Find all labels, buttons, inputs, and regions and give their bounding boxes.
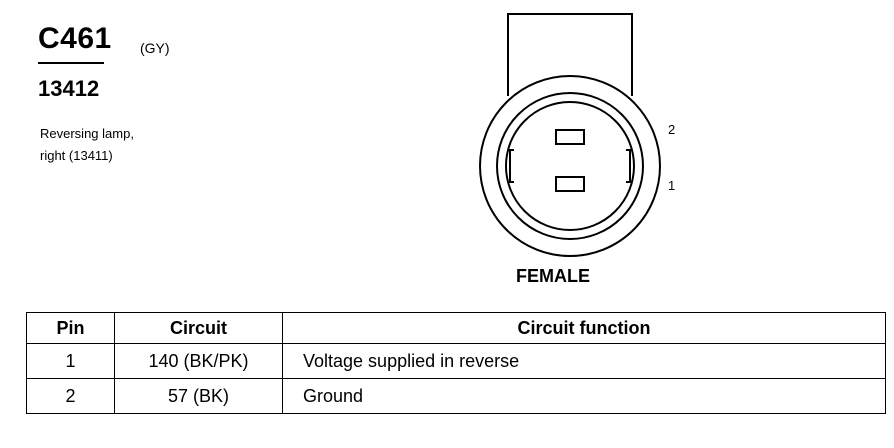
connector-socket-face (505, 101, 635, 231)
connector-inner-ring (496, 92, 644, 240)
part-number: 13412 (38, 76, 100, 101)
pin-1-terminal (555, 176, 585, 192)
connector-id: C461 (38, 22, 112, 55)
header-function: Circuit function (282, 312, 886, 344)
connector-gender: FEMALE (516, 266, 590, 286)
description-line-2: right (13411) (40, 148, 113, 163)
cell-function: Voltage supplied in reverse (282, 343, 886, 379)
pin-1-label: 1 (668, 178, 676, 193)
connector-diagram (479, 13, 661, 257)
cell-pin: 1 (26, 343, 115, 379)
cell-circuit: 140 (BK/PK) (114, 343, 283, 379)
connector-key-right (626, 149, 631, 183)
cell-circuit: 57 (BK) (114, 378, 283, 414)
table-row: 2 57 (BK) Ground (26, 378, 886, 414)
connector-key-left (509, 149, 514, 183)
connector-housing-tab (507, 13, 633, 96)
header-circuit: Circuit (114, 312, 283, 344)
table-row: 1 140 (BK/PK) Voltage supplied in revers… (26, 343, 886, 379)
cell-pin: 2 (26, 378, 115, 414)
pin-2-terminal (555, 129, 585, 145)
id-underline (38, 62, 104, 64)
description-line-1: Reversing lamp, (40, 126, 134, 141)
table-header-row: Pin Circuit Circuit function (26, 312, 886, 344)
color-code: (GY) (140, 40, 170, 56)
header-pin: Pin (26, 312, 115, 344)
cell-function: Ground (282, 378, 886, 414)
pin-2-label: 2 (668, 122, 676, 137)
pinout-table: Pin Circuit Circuit function 1 140 (BK/P… (26, 312, 886, 414)
